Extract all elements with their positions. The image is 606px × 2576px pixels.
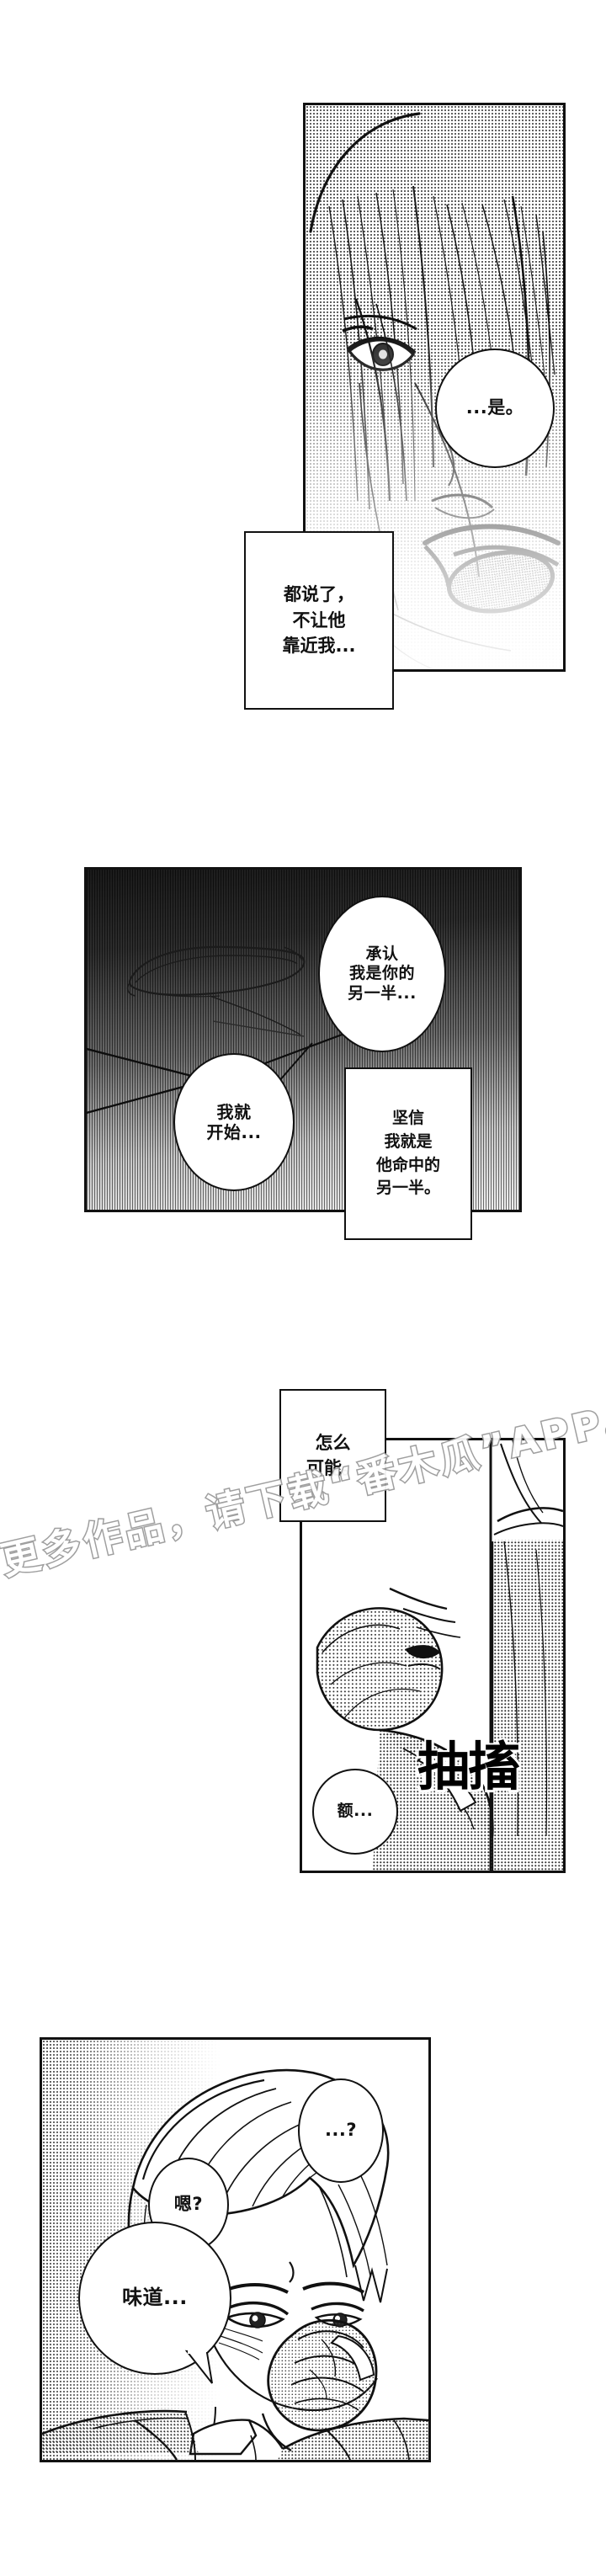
caption-line: 怎么 <box>315 1432 351 1453</box>
caption-line: 不让他 <box>292 609 346 631</box>
caption-line: 靠近我... <box>282 636 356 657</box>
caption-box-p3-1: 怎么 可能。 <box>279 1389 386 1522</box>
caption-box-p1-1: 都说了， 不让他 靠近我... <box>244 531 394 710</box>
balloon-line: 我是你的 <box>348 964 415 983</box>
speech-balloon-p4-1: ...? <box>298 2078 384 2183</box>
speech-balloon-p1-1: ...是。 <box>435 349 555 468</box>
balloon-line: 我就 <box>216 1101 252 1122</box>
speech-balloon-p4-3: 味道... <box>78 2222 231 2375</box>
caption-line: 我就是 <box>384 1131 433 1151</box>
speech-balloon-p3-1: 额... <box>312 1769 398 1855</box>
balloon-line: 开始... <box>206 1122 262 1142</box>
sound-effect-twitch: 抽搐 <box>417 1736 520 1797</box>
caption-box-p2-1: 坚信 我就是 他命中的 另一半。 <box>344 1067 472 1240</box>
balloon-line: 另一半... <box>348 983 417 1003</box>
caption-line: 可能。 <box>306 1458 359 1478</box>
balloon-text: ...是。 <box>465 397 524 418</box>
panel-3-artwork <box>316 1440 563 1871</box>
balloon-text: 嗯? <box>173 2194 204 2215</box>
speech-balloon-p2-1: 承认 我是你的 另一半... <box>318 896 446 1052</box>
caption-line: 都说了， <box>284 584 354 605</box>
balloon-line: 承认 <box>365 945 399 964</box>
balloon-text: ...? <box>324 2120 358 2141</box>
balloon-text: 味道... <box>122 2286 188 2310</box>
balloon-text: 额... <box>337 1802 374 1821</box>
comic-panel-2: 我就 开始... <box>84 867 522 1212</box>
comic-panel-4: ...? 嗯? 味道... <box>40 2037 431 2462</box>
caption-line: 坚信 <box>391 1109 424 1128</box>
speech-balloon-p2-2: 我就 开始... <box>173 1053 295 1191</box>
balloon-tail-p4-3 <box>184 2350 213 2384</box>
caption-line: 他命中的 <box>375 1155 440 1174</box>
caption-line: 另一半。 <box>375 1179 440 1198</box>
